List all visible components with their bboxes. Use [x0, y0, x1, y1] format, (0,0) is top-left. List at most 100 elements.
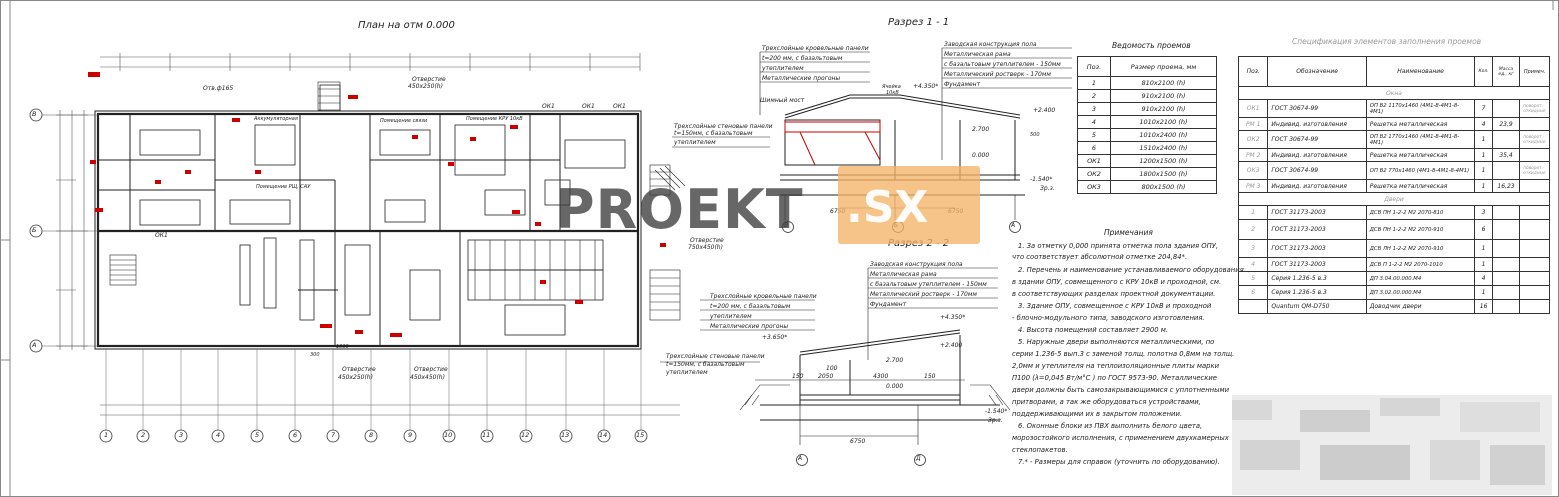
spec-pos: 5 — [1237, 271, 1269, 286]
axis-col-1: 1 — [104, 431, 109, 439]
spec-designation: Индивид. изготовления — [1267, 179, 1367, 193]
spec-pos: 1 — [1237, 205, 1269, 220]
plan-dim-300: 300 — [310, 352, 320, 358]
s11-el-2700: 2.700 — [972, 126, 990, 133]
spec-title: Спецификация элементов заполнения проемо… — [1292, 37, 1482, 46]
openings-pos: 6 — [1077, 141, 1111, 155]
spec-name: Решетка металлическая — [1365, 117, 1476, 131]
s22-el-0000: 0.000 — [886, 383, 904, 390]
spec-row: 1 ГОСТ 31173-2003 ДСВ ПН 1-2-2 М2 2070-8… — [1237, 205, 1550, 220]
openings-pos: 5 — [1077, 128, 1111, 142]
spec-designation: ГОСТ 31173-2003 — [1267, 257, 1367, 272]
s22-floor-4: Металлический ростверк - 170мм — [870, 291, 977, 298]
spec-qty: 1 — [1474, 161, 1493, 180]
s11-roof-4: Металлические прогоны — [762, 75, 841, 82]
watermark-logo-text: .SX — [846, 182, 929, 233]
s22-roof-2: t=200 мм, с базальтовым — [710, 303, 791, 310]
spec-name: ОП В2 770х1460 (4М1-8-4М1-8-4М1) — [1365, 161, 1476, 180]
note-line: серии 1.236-5 вып.3 с заменой толщ. поло… — [1012, 350, 1235, 358]
spec-row: РМ 3 Индивид. изготовления Решетка метал… — [1237, 179, 1550, 193]
axis-col-2: 2 — [141, 431, 146, 439]
spec-pos: 2 — [1237, 219, 1269, 240]
plan-otv2: Отверстие — [412, 76, 446, 83]
axis-row-a: А — [32, 341, 37, 349]
spec-section-row: Окна — [1238, 86, 1550, 100]
s22-axis-a: А — [798, 455, 803, 462]
spec-pos: ОК1 — [1237, 99, 1269, 118]
spec-row: 2 ГОСТ 31173-2003 ДСВ ПН 1-2-2 М2 2070-9… — [1237, 219, 1550, 240]
spec-col-qty: Кол. — [1474, 56, 1493, 87]
plan-room-svyaz: Помещение связи — [380, 118, 428, 124]
spec-mass — [1491, 130, 1521, 149]
s22-roof-1: Трехслойные кровельные панели — [710, 293, 817, 300]
plan-otv1: Отв.ф165 — [203, 85, 234, 92]
axis-col-5: 5 — [255, 431, 260, 439]
note-line: 1. За отметку 0,000 принята отметка пола… — [1018, 242, 1219, 250]
s22-dim-4300: 4300 — [873, 373, 889, 380]
openings-size: 1010x2400 (h) — [1110, 128, 1217, 142]
s11-dim-1: 6750 — [830, 208, 845, 215]
s11-floor-2: Металлическая рама — [944, 51, 1011, 58]
spec-mass — [1491, 161, 1521, 180]
note-line: что соответствует абсолютной отметке 204… — [1012, 253, 1188, 261]
spec-col-pos: Поз. — [1237, 56, 1269, 87]
plan-ok1-b: ОК1 — [542, 103, 555, 110]
spec-qty: 3 — [1474, 205, 1493, 220]
watermark-logo-box — [838, 166, 980, 244]
s11-floor-5: Фундамент — [944, 81, 981, 88]
spec-designation: ГОСТ 31173-2003 — [1267, 219, 1367, 240]
note-line: - блочно-модульного типа, заводского изг… — [1012, 314, 1205, 322]
s22-floor-3: с базальтовым утеплителем - 150мм — [870, 281, 987, 288]
s11-floor-3: с базальтовым утеплителем - 150мм — [944, 61, 1061, 68]
openings-pos: ОК2 — [1077, 167, 1111, 181]
spec-qty: 1 — [1474, 285, 1493, 300]
spec-pos: РМ 3 — [1237, 179, 1269, 193]
s11-axis-v: В — [784, 222, 789, 229]
openings-col-pos: Поз. — [1077, 56, 1111, 77]
axis-row-b: Б — [32, 226, 37, 234]
spec-pos: 6 — [1237, 285, 1269, 300]
spec-note: поворот.- откидные — [1519, 130, 1550, 149]
spec-qty: 1 — [1474, 179, 1493, 193]
s22-wall-2: t=150мм, с базальтовым — [666, 361, 745, 368]
s22-el-3650: +3.650* — [762, 334, 788, 341]
s22-floor-1: Заводская конструкция пола — [870, 261, 963, 268]
spec-note — [1519, 285, 1550, 300]
axis-col-14: 14 — [599, 431, 608, 439]
s11-10kv: 10кВ — [886, 90, 899, 96]
spec-name: ОП В2 1770х1460 (4М1-8-4М1-8-4М1) — [1365, 130, 1476, 149]
spec-mass: 23,9 — [1491, 117, 1521, 131]
plan-title: План на отм 0.000 — [358, 20, 455, 31]
spec-designation: ГОСТ 30674-99 — [1267, 161, 1367, 180]
openings-pos: ОК3 — [1077, 180, 1111, 194]
openings-size: 1800x1500 (h) — [1110, 167, 1217, 181]
note-line: стеклопакетов. — [1012, 446, 1068, 454]
spec-name: ОП В2 1170х1460 (4М1-8-4М1-8-4М1) — [1365, 99, 1476, 118]
spec-mass — [1491, 257, 1521, 272]
spec-designation: Quantum QM-D750 — [1267, 299, 1367, 314]
spec-name: ДП 3.02.00.000.М4 — [1365, 285, 1476, 300]
spec-qty: 7 — [1474, 99, 1493, 118]
spec-row: 3 ГОСТ 31173-2003 ДСВ ЛН 1-2-2 М2 2070-9… — [1237, 239, 1550, 258]
s11-el-1540-note: Зр.з. — [1040, 185, 1055, 192]
s11-el-0000: 0.000 — [972, 152, 990, 159]
s11-axis-a: А — [1011, 222, 1016, 229]
spec-qty: 4 — [1474, 271, 1493, 286]
spec-mass — [1491, 239, 1521, 258]
openings-pos: 1 — [1077, 76, 1111, 90]
plan-otv3: Отверстие — [690, 237, 724, 244]
spec-qty: 1 — [1474, 130, 1493, 149]
spec-qty: 16 — [1474, 299, 1493, 314]
openings-size: 800x1500 (h) — [1110, 180, 1217, 194]
s22-el-2400: +2.400 — [940, 342, 963, 349]
notes-title: Примечания — [1104, 228, 1153, 237]
spec-designation: ГОСТ 31173-2003 — [1267, 205, 1367, 220]
spec-pos: ОК2 — [1237, 130, 1269, 149]
spec-designation: Индивид. изготовления — [1267, 148, 1367, 162]
axis-col-11: 11 — [482, 431, 491, 439]
spec-row: ОК2 ГОСТ 30674-99 ОП В2 1770х1460 (4М1-8… — [1237, 130, 1550, 149]
axis-col-13: 13 — [561, 431, 570, 439]
